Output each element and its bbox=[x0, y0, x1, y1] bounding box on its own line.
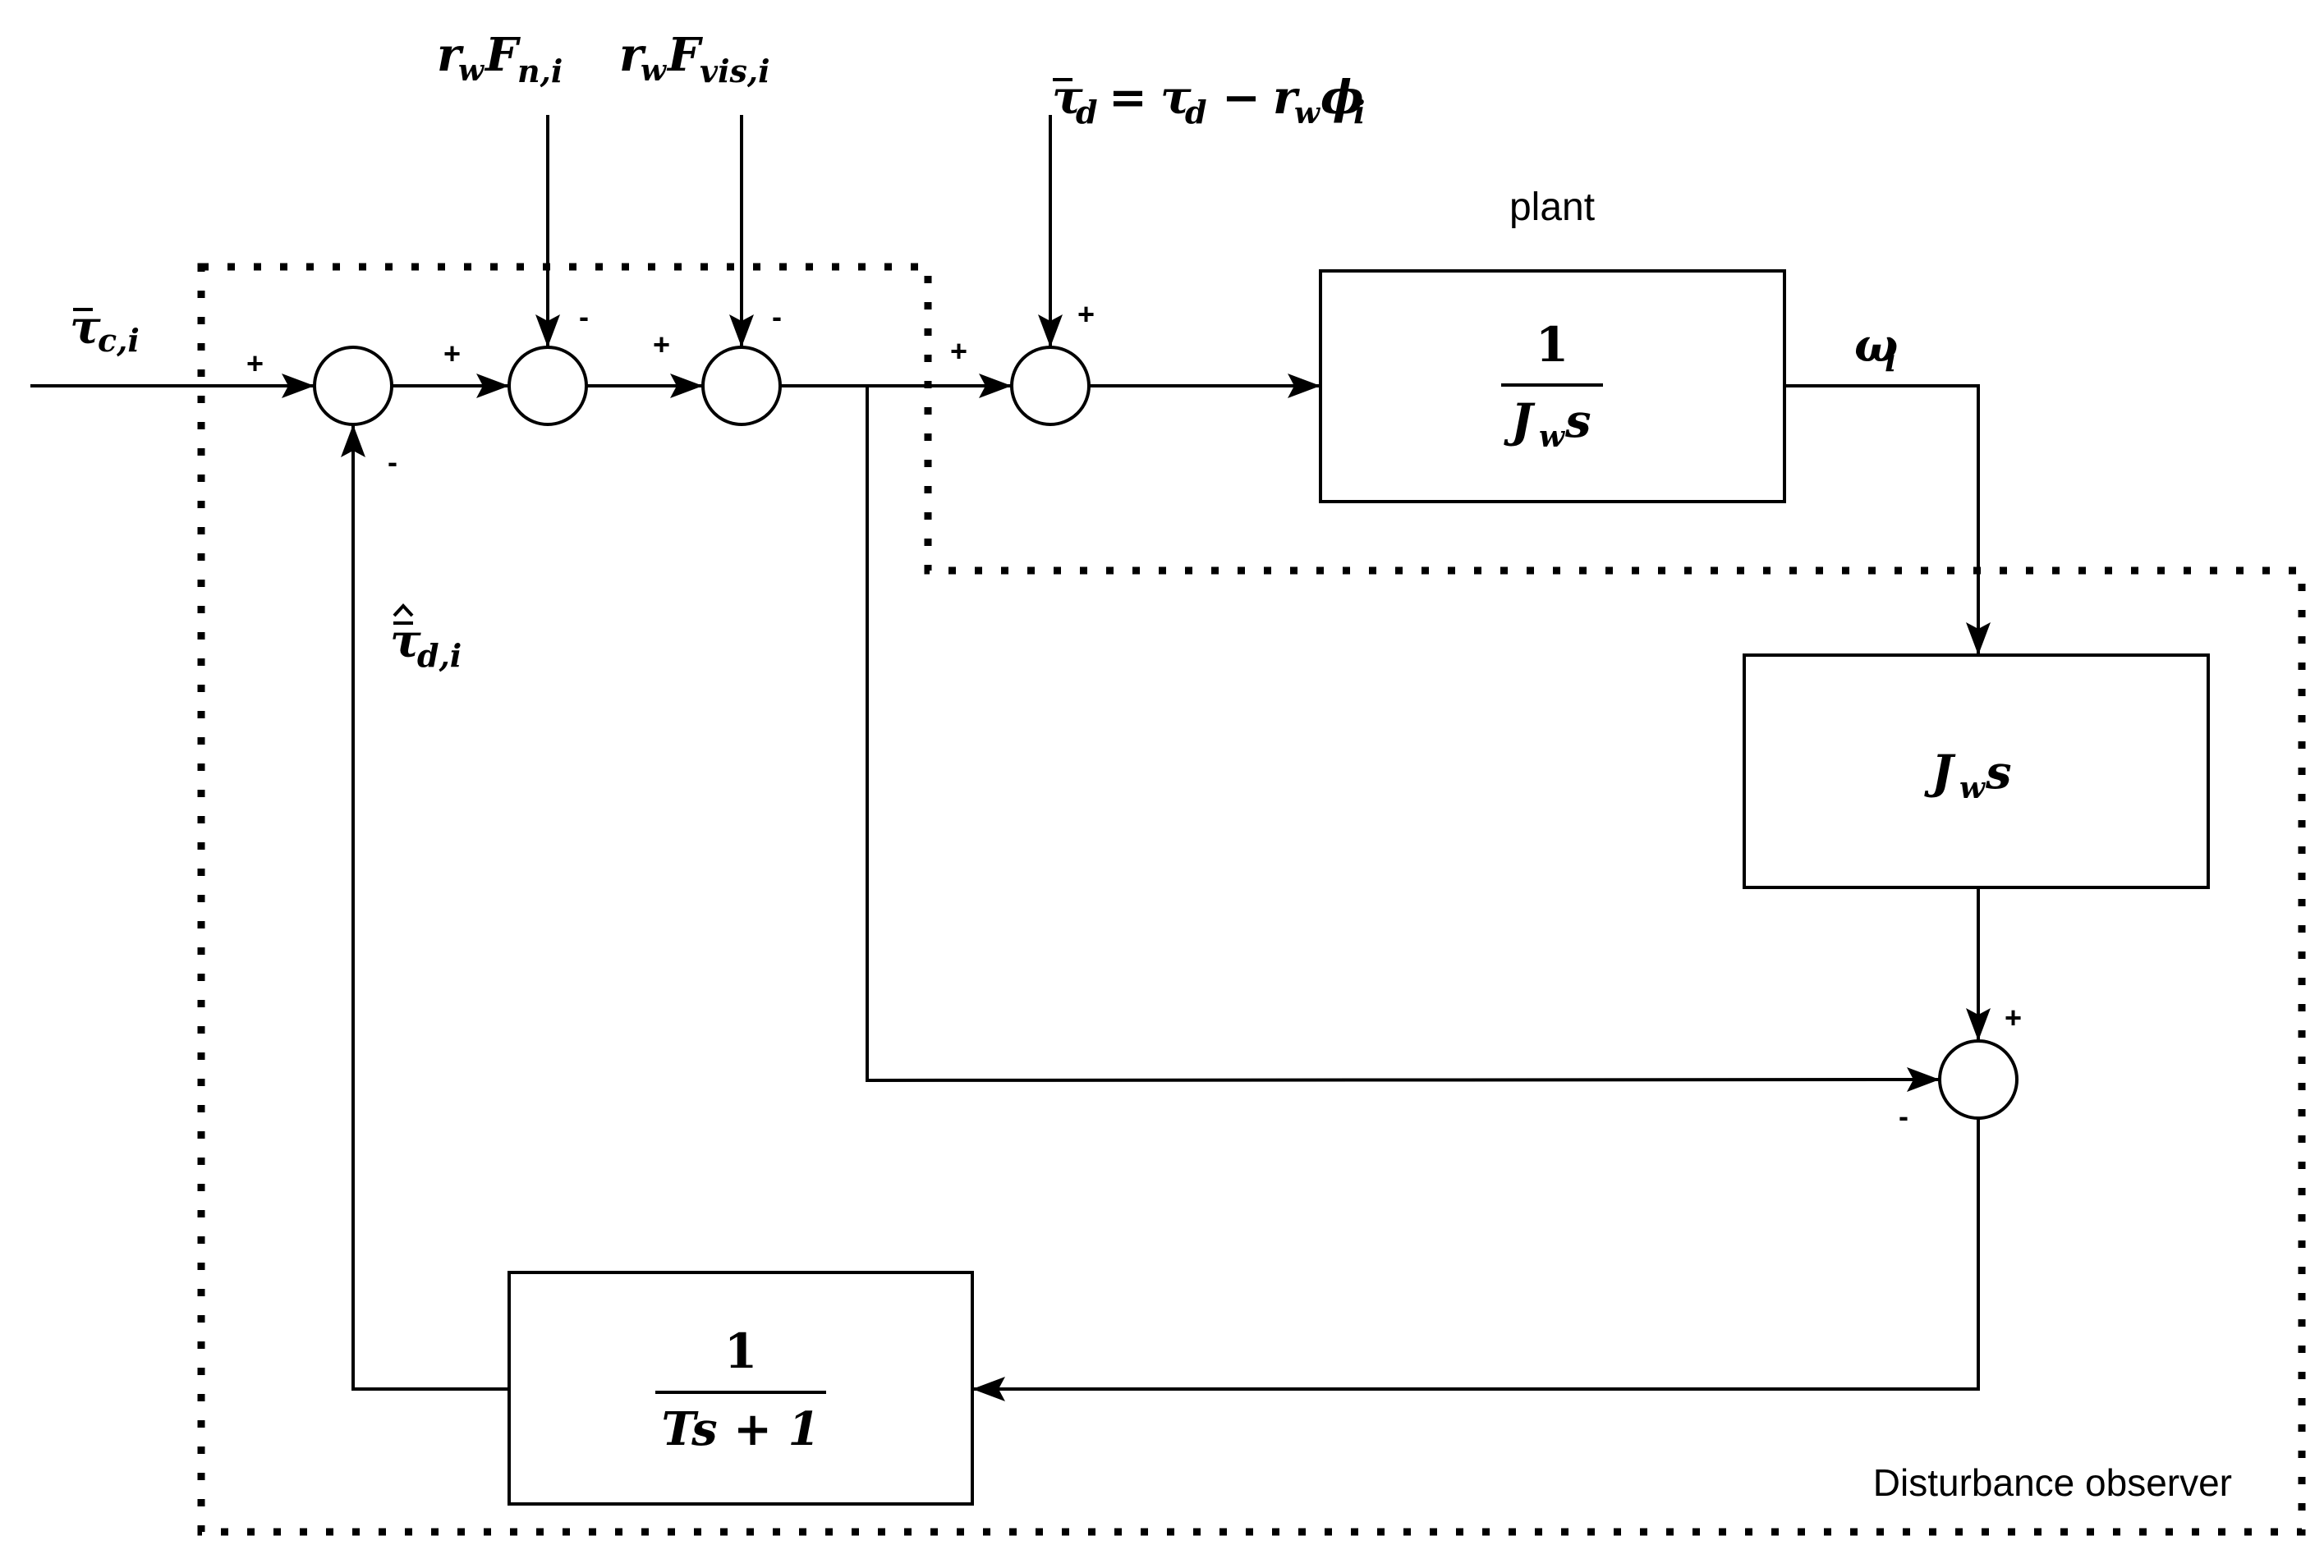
sign-s4-top: + bbox=[1077, 297, 1095, 331]
sum-junction-1 bbox=[313, 346, 393, 426]
signal-rwFn: r w F n,i bbox=[437, 28, 563, 89]
sum-junction-5 bbox=[1938, 1039, 2019, 1120]
signal-omega: ω i bbox=[1854, 319, 1898, 378]
svg-text:d: d bbox=[1185, 94, 1207, 131]
sign-s1-in: + bbox=[246, 346, 264, 380]
svg-text:r: r bbox=[619, 28, 646, 82]
sum-junction-2 bbox=[508, 346, 588, 426]
hat-mark bbox=[393, 603, 414, 617]
svg-text:w: w bbox=[641, 53, 668, 88]
svg-text:w: w bbox=[458, 53, 485, 88]
svg-text:τ: τ bbox=[1160, 71, 1192, 125]
svg-text:s: s bbox=[1564, 394, 1591, 448]
sign-s4-in: + bbox=[950, 334, 967, 368]
sum-junction-3 bbox=[701, 346, 782, 426]
svg-text:i: i bbox=[1885, 342, 1896, 378]
svg-text:d: d bbox=[1076, 94, 1098, 131]
svg-text:F: F bbox=[484, 28, 521, 82]
svg-text:Ts + 1: Ts + 1 bbox=[662, 1402, 820, 1456]
wire-tap-s5 bbox=[866, 386, 1940, 1093]
svg-text:1: 1 bbox=[1536, 317, 1568, 373]
svg-text:d,i: d,i bbox=[417, 637, 462, 674]
wire-s5-filter bbox=[972, 1118, 1980, 1401]
svg-text:ω: ω bbox=[1854, 319, 1898, 373]
svg-text:s: s bbox=[1985, 745, 2012, 800]
svg-text:1: 1 bbox=[724, 1323, 757, 1379]
svg-text:F: F bbox=[666, 28, 704, 82]
sign-s3-top: - bbox=[772, 300, 782, 333]
svg-text:r: r bbox=[1273, 71, 1300, 125]
svg-text:w: w bbox=[1539, 420, 1566, 454]
signal-rwFvis: r w F vis,i bbox=[619, 28, 770, 89]
svg-text:w: w bbox=[1294, 96, 1321, 131]
wire-feedback bbox=[341, 424, 509, 1391]
observer-label: Disturbance observer bbox=[1873, 1461, 2232, 1504]
svg-text:vis,i: vis,i bbox=[700, 53, 770, 89]
plant-label: plant bbox=[1509, 186, 1595, 229]
signal-tauhat: τ d,i bbox=[390, 603, 462, 674]
svg-text:ϕ: ϕ bbox=[1320, 71, 1364, 125]
sign-s5-left: - bbox=[1899, 1099, 1908, 1133]
sign-s2-in: + bbox=[443, 337, 461, 370]
signal-taud: τ d = τ d − r w ϕ i bbox=[1052, 71, 1365, 131]
sign-s2-top: - bbox=[579, 300, 589, 333]
svg-text:r: r bbox=[437, 28, 464, 82]
sign-s3-in: + bbox=[653, 328, 670, 361]
svg-text:−: − bbox=[1222, 71, 1261, 125]
svg-text:w: w bbox=[1959, 771, 1986, 805]
plant-transfer-function: 1 J w s bbox=[1501, 317, 1603, 454]
sign-s1-fb: - bbox=[388, 445, 397, 479]
svg-text:i: i bbox=[1353, 94, 1365, 131]
filter-transfer-function: 1 Ts + 1 bbox=[655, 1323, 826, 1456]
observer-boundary bbox=[197, 263, 2306, 1536]
filter-block bbox=[508, 1271, 974, 1506]
model-block bbox=[1743, 653, 2210, 889]
signal-tau-c: τ c,i bbox=[70, 300, 140, 359]
svg-text:=: = bbox=[1109, 71, 1147, 125]
svg-text:c,i: c,i bbox=[98, 322, 140, 359]
svg-text:n,i: n,i bbox=[517, 53, 563, 89]
sign-s5-top: + bbox=[2005, 1001, 2022, 1034]
wire-plant-model bbox=[1784, 384, 1991, 655]
sum-junction-4 bbox=[1010, 346, 1091, 426]
